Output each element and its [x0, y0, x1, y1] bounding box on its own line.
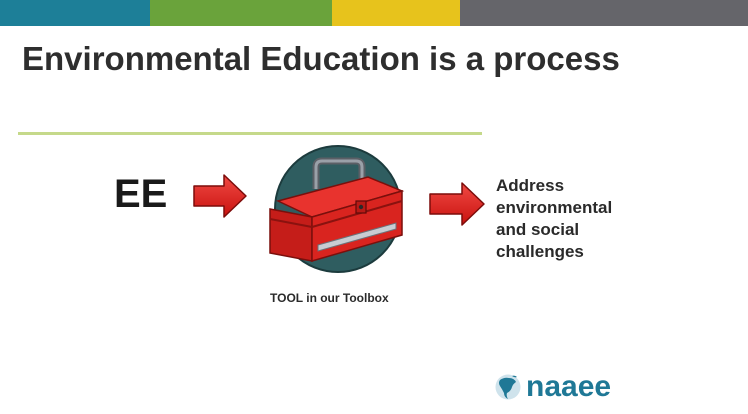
- band-segment-yellow: [332, 0, 460, 26]
- title-divider: [18, 132, 482, 135]
- outcome-line: challenges: [496, 242, 584, 261]
- outcome-line: environmental: [496, 198, 613, 217]
- outcome-text: Address environmental and social challen…: [496, 175, 612, 263]
- toolbox-caption: TOOL in our Toolbox: [270, 291, 389, 305]
- toolbox-icon: [269, 145, 405, 273]
- band-segment-gray: [460, 0, 748, 26]
- north-america-globe-icon: [495, 374, 521, 400]
- ee-label: EE: [114, 172, 168, 216]
- logo-wordmark: naaee: [526, 370, 612, 403]
- naaee-logo: naaee: [494, 372, 611, 402]
- right-arrow-icon: [193, 174, 247, 218]
- slide-title: Environmental Education is a process: [22, 40, 620, 77]
- band-segment-teal: [0, 0, 150, 26]
- right-arrow-icon: [429, 182, 485, 226]
- outcome-line: Address: [496, 176, 565, 195]
- top-color-band: [0, 0, 748, 26]
- band-segment-green: [150, 0, 332, 26]
- outcome-line: and social: [496, 220, 580, 239]
